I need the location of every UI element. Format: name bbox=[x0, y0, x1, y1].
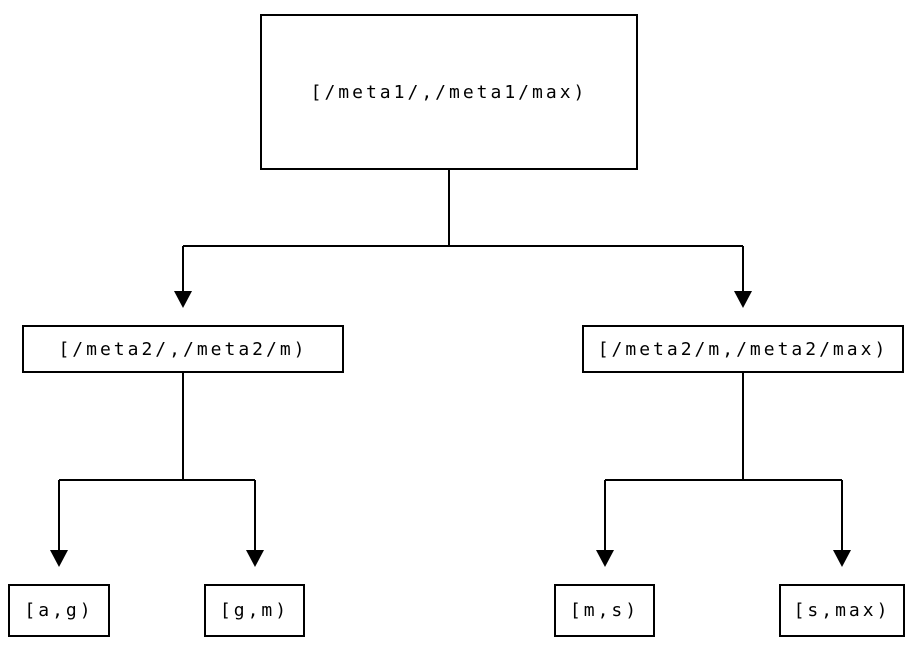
arrow-down-icon bbox=[833, 550, 851, 567]
arrow-down-icon bbox=[174, 291, 192, 308]
node-label: [m,s) bbox=[569, 600, 640, 621]
arrow-down-icon bbox=[734, 291, 752, 308]
node-meta1-range: [/meta1/,/meta1/max) bbox=[260, 14, 638, 170]
node-label: [/meta2/m,/meta2/max) bbox=[597, 338, 889, 360]
node-leaf-m-s: [m,s) bbox=[554, 584, 655, 637]
node-label: [/meta2/,/meta2/m) bbox=[58, 338, 308, 360]
node-label: [s,max) bbox=[793, 600, 891, 621]
node-meta2-upper-range: [/meta2/m,/meta2/max) bbox=[582, 325, 904, 373]
arrow-down-icon bbox=[50, 550, 68, 567]
node-label: [/meta1/,/meta1/max) bbox=[310, 81, 588, 103]
node-label: [a,g) bbox=[24, 600, 94, 621]
node-label: [g,m) bbox=[219, 600, 290, 621]
arrow-down-icon bbox=[596, 550, 614, 567]
node-leaf-g-m: [g,m) bbox=[204, 584, 305, 637]
node-leaf-a-g: [a,g) bbox=[8, 584, 110, 637]
arrow-down-icon bbox=[246, 550, 264, 567]
node-meta2-lower-range: [/meta2/,/meta2/m) bbox=[22, 325, 344, 373]
node-leaf-s-max: [s,max) bbox=[779, 584, 905, 637]
